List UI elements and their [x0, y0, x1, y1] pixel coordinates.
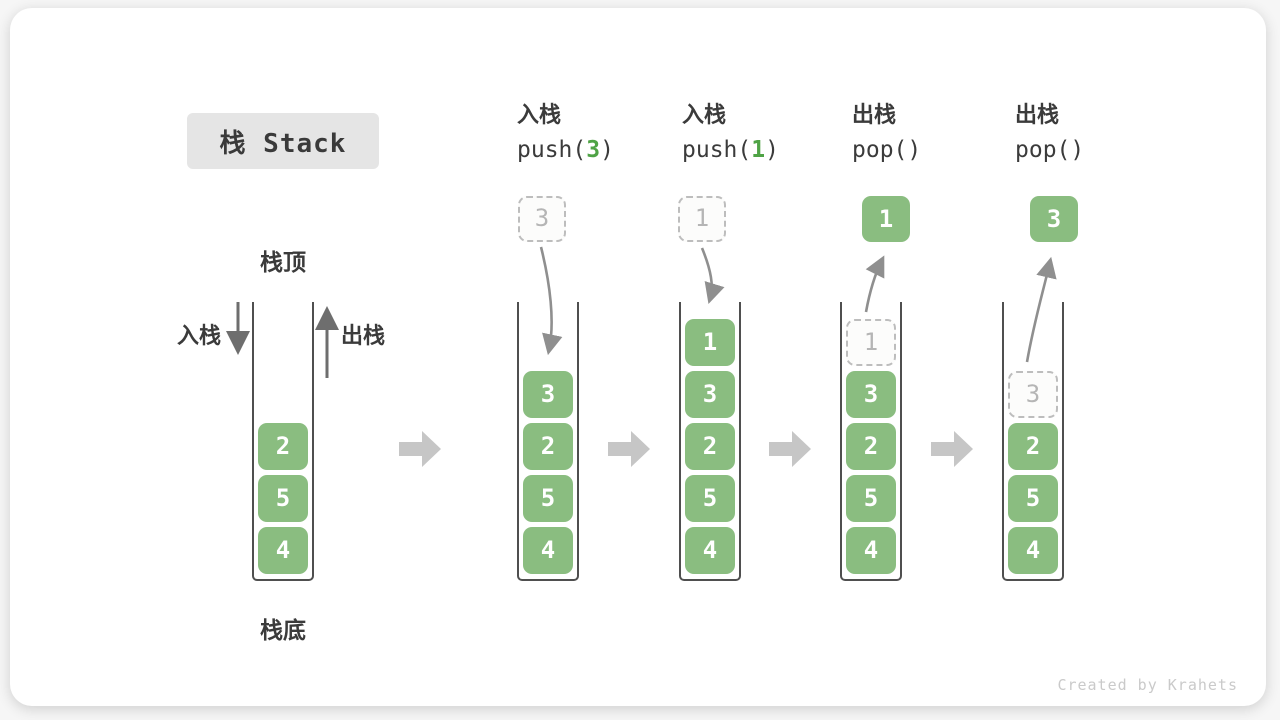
diagram-title: 栈 Stack — [187, 113, 379, 169]
footer-credit: Created by Krahets — [1057, 676, 1238, 694]
pop-side-label: 出栈 — [341, 324, 386, 349]
stack1-element: 4 — [258, 527, 308, 574]
col3-op-label: 入栈 — [682, 103, 727, 128]
stack3-element: 5 — [685, 475, 735, 522]
stack5-element: 4 — [1008, 527, 1058, 574]
col3-header: 入栈 push(1) — [682, 101, 857, 167]
stack2-element: 3 — [523, 371, 573, 418]
col5-op-label: 出栈 — [1015, 103, 1060, 128]
popped-element-3: 3 — [1030, 196, 1078, 242]
push-side-label: 入栈 — [177, 324, 222, 349]
col3-code: push(1) — [682, 137, 779, 163]
stack4-element: 4 — [846, 527, 896, 574]
stack4-element: 5 — [846, 475, 896, 522]
stack5-element: 5 — [1008, 475, 1058, 522]
col4-code: pop() — [852, 137, 922, 163]
stack5-element: 2 — [1008, 423, 1058, 470]
col4-header: 出栈 pop() — [852, 101, 1027, 167]
popped-element-1: 1 — [862, 196, 910, 242]
stack2-element: 2 — [523, 423, 573, 470]
stack3-element: 3 — [685, 371, 735, 418]
stack4-ghost-element: 1 — [846, 319, 896, 366]
incoming-element-1: 1 — [678, 196, 726, 242]
col5-code: pop() — [1015, 137, 1085, 163]
stack-top-label: 栈顶 — [260, 250, 306, 276]
stack1-element: 5 — [258, 475, 308, 522]
incoming-element-3: 3 — [518, 196, 566, 242]
stack2-element: 4 — [523, 527, 573, 574]
stack2-element: 5 — [523, 475, 573, 522]
col2-header: 入栈 push(3) — [517, 101, 692, 167]
stack3-element: 2 — [685, 423, 735, 470]
col2-code: push(3) — [517, 137, 614, 163]
col2-code-arg: 3 — [586, 137, 601, 163]
stack4-element: 3 — [846, 371, 896, 418]
stack1-element: 2 — [258, 423, 308, 470]
stack4-element: 2 — [846, 423, 896, 470]
col3-code-arg: 1 — [751, 137, 766, 163]
stack3-element: 1 — [685, 319, 735, 366]
col2-op-label: 入栈 — [517, 103, 562, 128]
stack3-element: 4 — [685, 527, 735, 574]
col5-header: 出栈 pop() — [1015, 101, 1190, 167]
stack5-ghost-element: 3 — [1008, 371, 1058, 418]
col4-op-label: 出栈 — [852, 103, 897, 128]
stack-bottom-label: 栈底 — [260, 618, 306, 644]
